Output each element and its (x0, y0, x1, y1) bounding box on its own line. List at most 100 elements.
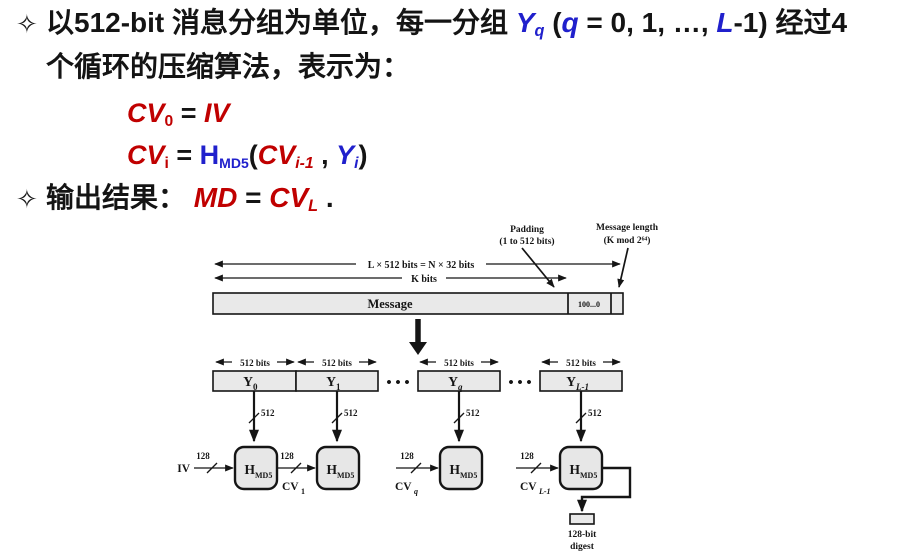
ellipsis-2: • • • (508, 375, 531, 391)
length-pointer-arrow (617, 247, 629, 288)
message-bar-label: Message (367, 297, 413, 311)
hmd5-2-label: H (326, 462, 337, 477)
f2-h-sub: MD5 (219, 155, 249, 172)
message-length-label-line2: (K mod 2⁶⁴) (604, 235, 651, 246)
f2-cv2-sub: i-1 (295, 154, 314, 172)
block0-width-label: 512 bits (240, 358, 270, 368)
padding-label-line1: Padding (510, 225, 544, 235)
p2-md: MD (193, 182, 238, 213)
yq-label: Y (448, 374, 458, 389)
yL1-label: Y (566, 374, 576, 389)
blockq-width-mask (436, 356, 481, 368)
y1-bus-width: 512 (344, 408, 358, 418)
f2-cv-sub: i (164, 154, 169, 172)
p1-var-l: L (716, 7, 734, 38)
k-bits-label-mask (402, 271, 446, 284)
hmd5-box-3 (438, 445, 484, 491)
paragraph-2: 输出结果： MD = CVL . (46, 180, 334, 224)
f1-equals: = (173, 98, 205, 128)
p2-text-pre: 输出结果： (46, 182, 194, 213)
cvL1-label: CV (520, 481, 537, 493)
cvL1-label-sub: L-1 (538, 487, 551, 496)
block0-width-mask (232, 356, 277, 368)
p1-var-y: Y (515, 7, 535, 38)
p1-text-mid: = 0, 1, …, (578, 7, 717, 38)
f2-y: Y (336, 140, 355, 170)
f2-cv2: CV (257, 140, 296, 170)
hmd5-3-label-sub: MD5 (460, 471, 477, 480)
f2-y-sub: i (354, 154, 359, 172)
bullet-icon: ✧ (16, 184, 38, 214)
hmd5-3-label: H (449, 462, 460, 477)
p1-text-tail: -1) 经过4 (733, 7, 848, 38)
iv-bus-slash (206, 462, 218, 474)
y1-bus-slash (331, 412, 343, 424)
yq-label-sub: q (458, 382, 463, 392)
p1-var-y-sub: q (534, 21, 545, 40)
total-span-label-mask (356, 257, 486, 270)
p2-cv-sub: L (308, 196, 319, 215)
y1-label-sub: 1 (336, 382, 341, 392)
p1-paren-open: ( (544, 7, 562, 38)
y0-bus-width: 512 (261, 408, 275, 418)
p2-cv: CV (269, 182, 309, 213)
f2-equals: = (168, 140, 200, 170)
cvq-label-sub: q (414, 487, 418, 496)
yL1-label-sub: L-1 (575, 382, 589, 392)
yL1-bus-slash (575, 412, 587, 424)
f1-cv-sub: 0 (164, 112, 174, 130)
p2-equals: = (237, 182, 270, 213)
blockL-width-label: 512 bits (566, 358, 596, 368)
cv1-label-sub: 1 (301, 487, 305, 496)
message-length-label-line1: Message length (596, 223, 659, 233)
cvL1-bus-slash (530, 462, 542, 474)
p1-text-pre: 以512-bit 消息分组为单位，每一分组 (46, 7, 516, 38)
p2-period: . (318, 182, 334, 213)
blockL-width-mask (558, 356, 603, 368)
k-bits-span-label: K bits (411, 274, 437, 285)
cvq-label: CV (395, 481, 412, 493)
digest-label-line2: digest (570, 542, 595, 552)
y0-bus-slash (248, 412, 260, 424)
message-bar (212, 292, 624, 315)
formula-cvi: CVi = HMD5(CVi-1 , Yi) (127, 138, 367, 181)
digest-label-line1: 128-bit (568, 530, 597, 540)
y1-label: Y (326, 374, 336, 389)
y0-label-sub: 0 (253, 382, 258, 392)
paragraph-1-line-1: 以512-bit 消息分组为单位，每一分组 Yq (q = 0, 1, …, L… (46, 5, 847, 49)
digest-output-arrow (577, 466, 632, 513)
f2-comma: , (313, 140, 337, 170)
cvq-bus-slash (410, 462, 422, 474)
block1-width-label: 512 bits (322, 358, 352, 368)
hmd5-1-label-sub: MD5 (255, 471, 272, 480)
padding-pointer-arrow (521, 247, 555, 288)
formula-cv0: CV0 = IV (127, 96, 230, 139)
ellipsis-1: • • • (386, 375, 409, 391)
y0-label: Y (243, 374, 253, 389)
padding-bits-label: 100...0 (578, 300, 600, 309)
iv-bus-width: 128 (196, 451, 210, 461)
md5-digest-diagram: Padding (1 to 512 bits) Message length (… (177, 223, 659, 552)
hmd5-1-label: H (244, 462, 255, 477)
hmd5-box-4 (558, 445, 604, 491)
p1-var-q: q (561, 7, 579, 38)
f2-paren-close: ) (358, 140, 368, 170)
iv-label: IV (177, 463, 190, 475)
yq-bus-width: 512 (466, 408, 480, 418)
block1-width-mask (314, 356, 359, 368)
blockq-width-label: 512 bits (444, 358, 474, 368)
paragraph-1-line-2: 个循环的压缩算法，表示为： (46, 51, 411, 82)
f1-cv: CV (127, 98, 165, 128)
f2-cv: CV (127, 140, 165, 170)
yq-bus-slash (453, 412, 465, 424)
cv1-bus-slash (290, 462, 302, 474)
hmd5-4-label: H (569, 462, 580, 477)
f1-iv: IV (204, 98, 230, 128)
padding-label-line2: (1 to 512 bits) (499, 236, 554, 247)
cv1-bus-width: 128 (280, 451, 294, 461)
digest-block (569, 513, 595, 525)
hmd5-2-label-sub: MD5 (337, 471, 354, 480)
hmd5-4-label-sub: MD5 (580, 471, 597, 480)
split-arrow-head (409, 342, 427, 355)
